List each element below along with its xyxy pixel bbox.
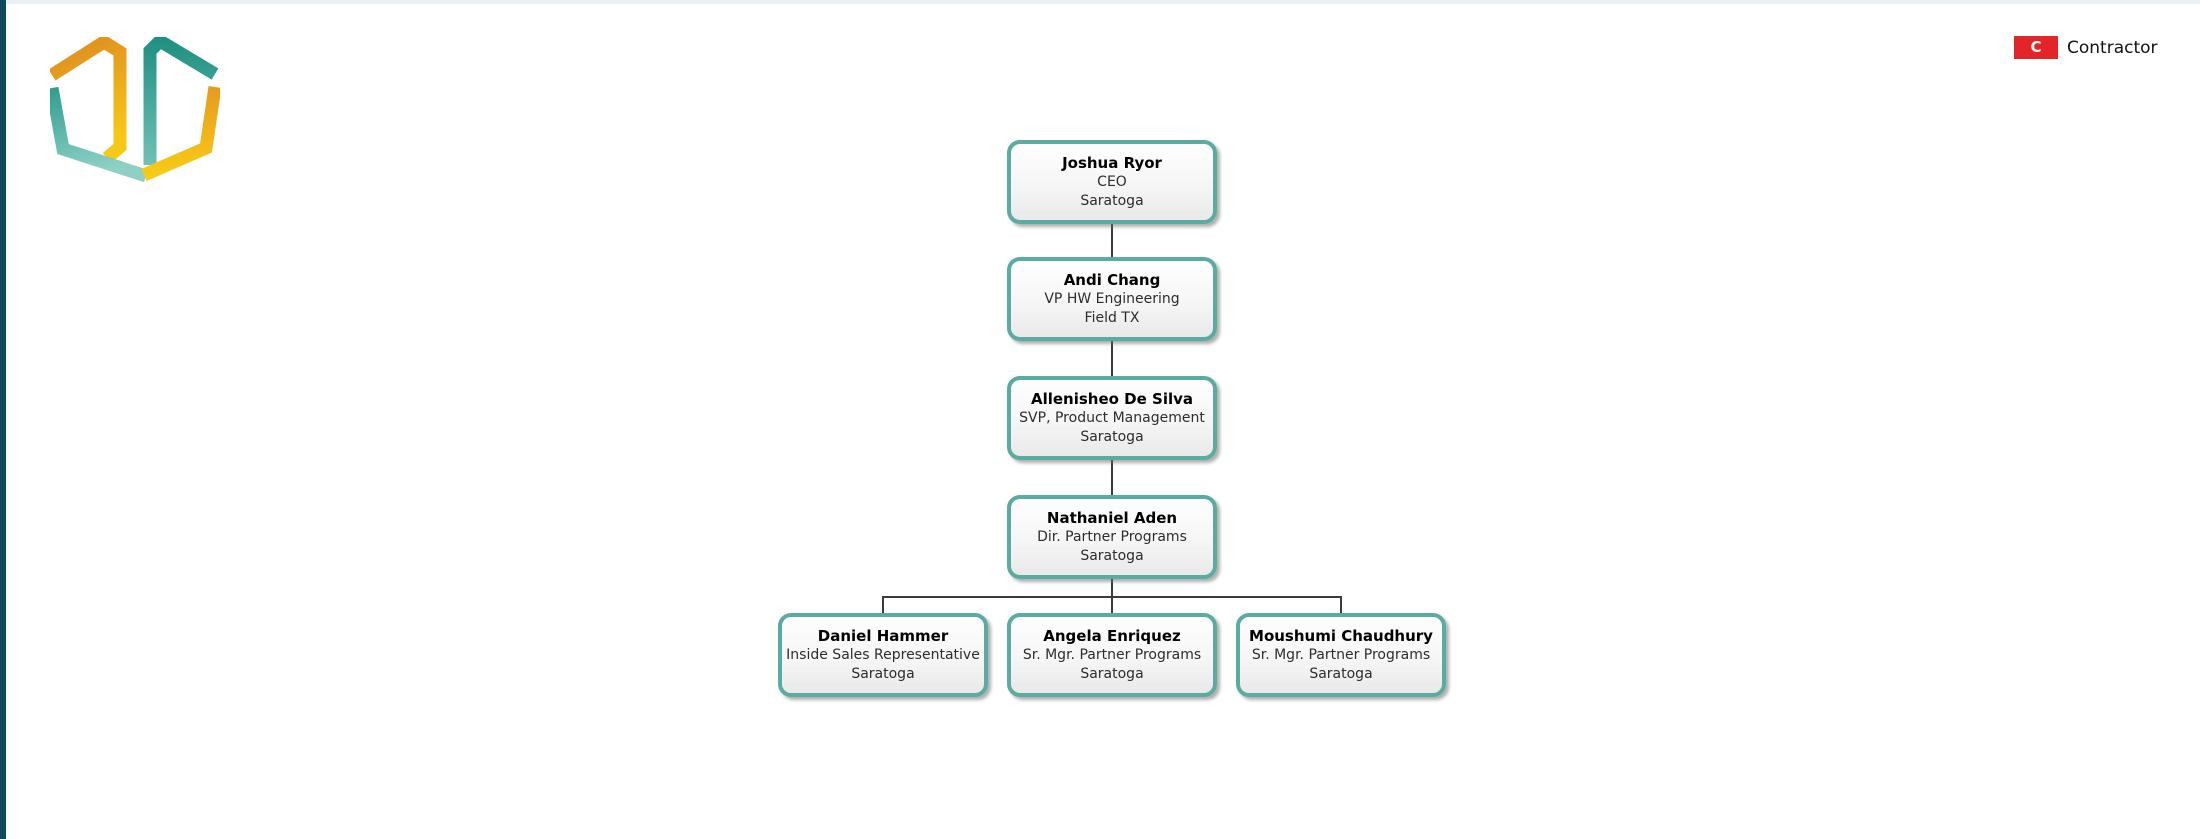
- org-node-joshua-ryor[interactable]: Joshua Ryor CEO Saratoga: [1007, 140, 1217, 224]
- employee-location: Saratoga: [1080, 428, 1144, 445]
- employee-title: Sr. Mgr. Partner Programs: [1251, 646, 1431, 663]
- employee-location: Saratoga: [1080, 547, 1144, 564]
- interlocked-hexagons-icon: [45, 32, 222, 183]
- employee-name: Moushumi Chaudhury: [1249, 626, 1433, 645]
- org-node-daniel-hammer[interactable]: Daniel Hammer Inside Sales Representativ…: [778, 613, 988, 697]
- employee-location: Field TX: [1084, 309, 1140, 326]
- employee-location: Saratoga: [1309, 665, 1373, 682]
- employee-title: Dir. Partner Programs: [1037, 528, 1187, 545]
- employee-title: Sr. Mgr. Partner Programs: [1022, 646, 1202, 663]
- contractor-legend: C Contractor: [2014, 36, 2158, 59]
- employee-title: SVP, Product Management: [1019, 409, 1205, 426]
- connector-line: [1340, 598, 1342, 613]
- org-node-angela-enriquez[interactable]: Angela Enriquez Sr. Mgr. Partner Program…: [1007, 613, 1217, 697]
- org-node-allenisheo-de-silva[interactable]: Allenisheo De Silva SVP, Product Managem…: [1007, 376, 1217, 460]
- top-border-strip: [0, 0, 2200, 4]
- employee-name: Andi Chang: [1063, 270, 1161, 289]
- contractor-badge-icon: C: [2014, 36, 2058, 59]
- org-node-andi-chang[interactable]: Andi Chang VP HW Engineering Field TX: [1007, 257, 1217, 341]
- connector-line: [1111, 460, 1113, 495]
- org-node-moushumi-chaudhury[interactable]: Moushumi Chaudhury Sr. Mgr. Partner Prog…: [1236, 613, 1446, 697]
- connector-line: [1111, 341, 1113, 376]
- employee-location: Saratoga: [1080, 192, 1144, 209]
- connector-line: [882, 596, 1342, 598]
- employee-title: VP HW Engineering: [1044, 290, 1180, 307]
- company-logo: [45, 32, 222, 187]
- org-node-nathaniel-aden[interactable]: Nathaniel Aden Dir. Partner Programs Sar…: [1007, 495, 1217, 579]
- employee-title: CEO: [1097, 173, 1127, 190]
- employee-name: Daniel Hammer: [817, 626, 949, 645]
- employee-location: Saratoga: [1080, 665, 1144, 682]
- connector-line: [1111, 224, 1113, 257]
- employee-title: Inside Sales Representative: [786, 646, 980, 663]
- connector-line: [882, 598, 884, 613]
- employee-location: Saratoga: [851, 665, 915, 682]
- employee-name: Joshua Ryor: [1062, 153, 1162, 172]
- left-border-strip: [0, 0, 6, 839]
- employee-name: Allenisheo De Silva: [1030, 389, 1194, 408]
- employee-name: Nathaniel Aden: [1046, 508, 1178, 527]
- contractor-legend-label: Contractor: [2067, 37, 2158, 58]
- employee-name: Angela Enriquez: [1043, 626, 1181, 645]
